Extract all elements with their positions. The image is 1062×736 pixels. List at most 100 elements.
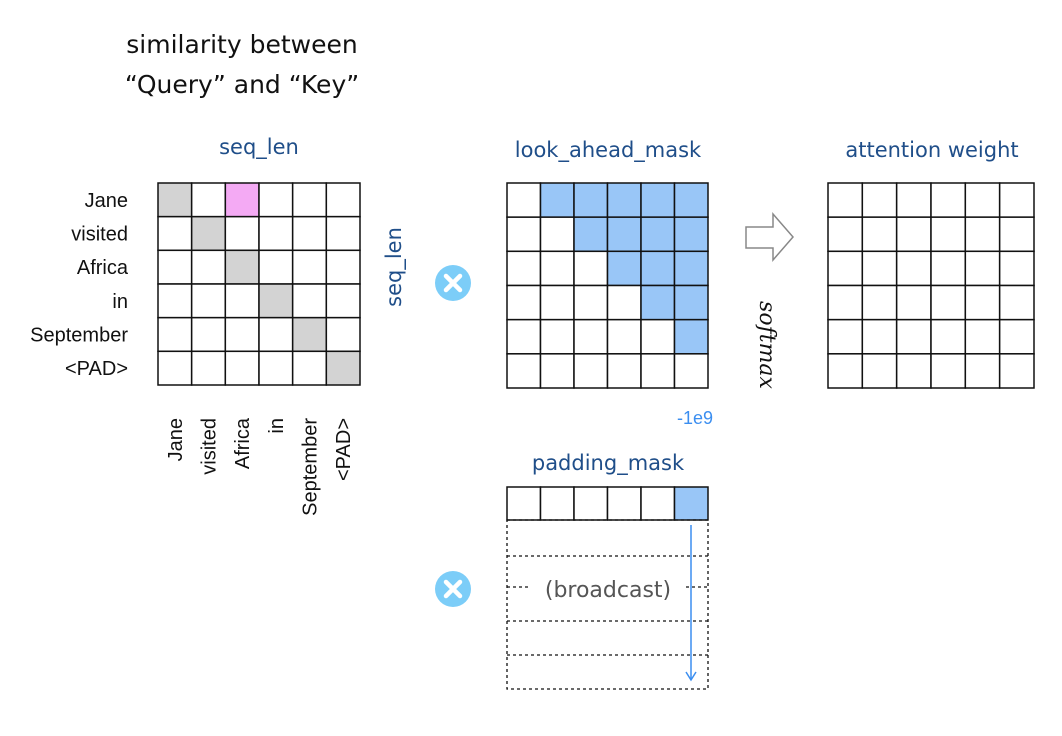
matrix-cell [157, 283, 193, 319]
matrix-cell [506, 216, 542, 253]
matrix-cell [325, 316, 361, 353]
matrix-cell [998, 318, 1035, 355]
matrix-cell [606, 486, 642, 521]
matrix-cell [224, 249, 260, 285]
matrix-cell [895, 353, 932, 389]
matrix-cell [964, 250, 1001, 287]
padding-mask-row [506, 486, 709, 521]
matrix-cell [640, 318, 676, 355]
column-label: <PAD> [333, 418, 355, 481]
column-label: September [300, 418, 322, 516]
matrix-cell [190, 316, 227, 353]
matrix-cell [224, 283, 260, 319]
matrix-cell [861, 182, 898, 218]
matrix-cell [325, 215, 361, 252]
row-label: in [112, 291, 128, 313]
broadcast-label: (broadcast) [545, 578, 671, 603]
row-label: visited [71, 224, 128, 246]
row-label: Africa [77, 257, 129, 279]
title-line-2: “Query” and “Key” [125, 70, 359, 99]
matrix-cell [190, 182, 227, 218]
matrix-cell [861, 216, 898, 253]
matrix-cell [539, 182, 575, 218]
matrix-cell [673, 216, 709, 253]
matrix-cell [673, 182, 709, 218]
matrix-cell [573, 182, 609, 218]
matrix-cell [827, 284, 864, 321]
matrix-cell [640, 284, 676, 321]
mask-value-label: -1e9 [677, 408, 713, 428]
matrix-cell [539, 250, 575, 287]
matrix-cell [861, 250, 898, 287]
matrix-cell [291, 215, 328, 252]
matrix-cell [930, 318, 967, 355]
matrix-cell [325, 283, 361, 319]
matrix-cell [673, 486, 709, 521]
broadcast-down-arrow-icon [685, 525, 697, 682]
matrix-cell [895, 250, 932, 287]
column-label: Africa [232, 417, 254, 469]
matrix-cell [640, 216, 676, 253]
matrix-cell [157, 350, 193, 386]
matrix-cell [224, 182, 260, 218]
similarity-matrix [157, 182, 361, 386]
matrix-cell [895, 182, 932, 218]
hollow-right-arrow-icon [745, 211, 794, 263]
matrix-cell [573, 486, 609, 521]
matrix-cell [539, 318, 575, 355]
matrix-cell [861, 318, 898, 355]
matrix-cell [673, 353, 709, 389]
matrix-cell [291, 283, 328, 319]
matrix-cell [325, 350, 361, 386]
matrix-cell [573, 250, 609, 287]
column-label: Jane [165, 418, 187, 461]
matrix-cell [224, 350, 260, 386]
matrix-cell [964, 353, 1001, 389]
matrix-cell [930, 284, 967, 321]
matrix-cell [640, 486, 676, 521]
matrix-cell [539, 216, 575, 253]
matrix-cell [827, 216, 864, 253]
matrix-cell [964, 182, 1001, 218]
matrix-cell [325, 182, 361, 218]
matrix-cell [291, 350, 328, 386]
matrix-cell [640, 353, 676, 389]
row-label: Jane [85, 190, 128, 212]
matrix-cell [930, 250, 967, 287]
matrix-cell [506, 284, 542, 321]
matrix-cell [258, 182, 294, 218]
matrix-cell [224, 215, 260, 252]
matrix-cell [606, 182, 642, 218]
matrix-cell [224, 316, 260, 353]
softmax-label: softmax [754, 301, 779, 389]
matrix-cell [539, 486, 575, 521]
matrix-cell [506, 318, 542, 355]
matrix-cell [998, 182, 1035, 218]
matrix-cell [573, 284, 609, 321]
attention-weight-label: attention weight [845, 138, 1018, 162]
matrix-cell [998, 216, 1035, 253]
matrix-cell [258, 215, 294, 252]
matrix-cell [258, 283, 294, 319]
matrix-cell [506, 353, 542, 389]
seq-len-side-label: seq_len [382, 227, 407, 307]
matrix-cell [258, 249, 294, 285]
matrix-cell [291, 316, 328, 353]
row-label: September [30, 325, 128, 347]
matrix-cell [930, 216, 967, 253]
matrix-cell [895, 216, 932, 253]
matrix-cell [964, 216, 1001, 253]
matrix-cell [291, 182, 328, 218]
matrix-cell [964, 318, 1001, 355]
matrix-cell [190, 249, 227, 285]
title-line-1: similarity between [126, 30, 357, 59]
matrix-cell [506, 182, 542, 218]
circle-x-icon [435, 265, 471, 301]
matrix-cell [895, 284, 932, 321]
matrix-cell [895, 318, 932, 355]
matrix-cell [673, 250, 709, 287]
broadcast-region [506, 519, 709, 690]
matrix-cell [190, 350, 227, 386]
